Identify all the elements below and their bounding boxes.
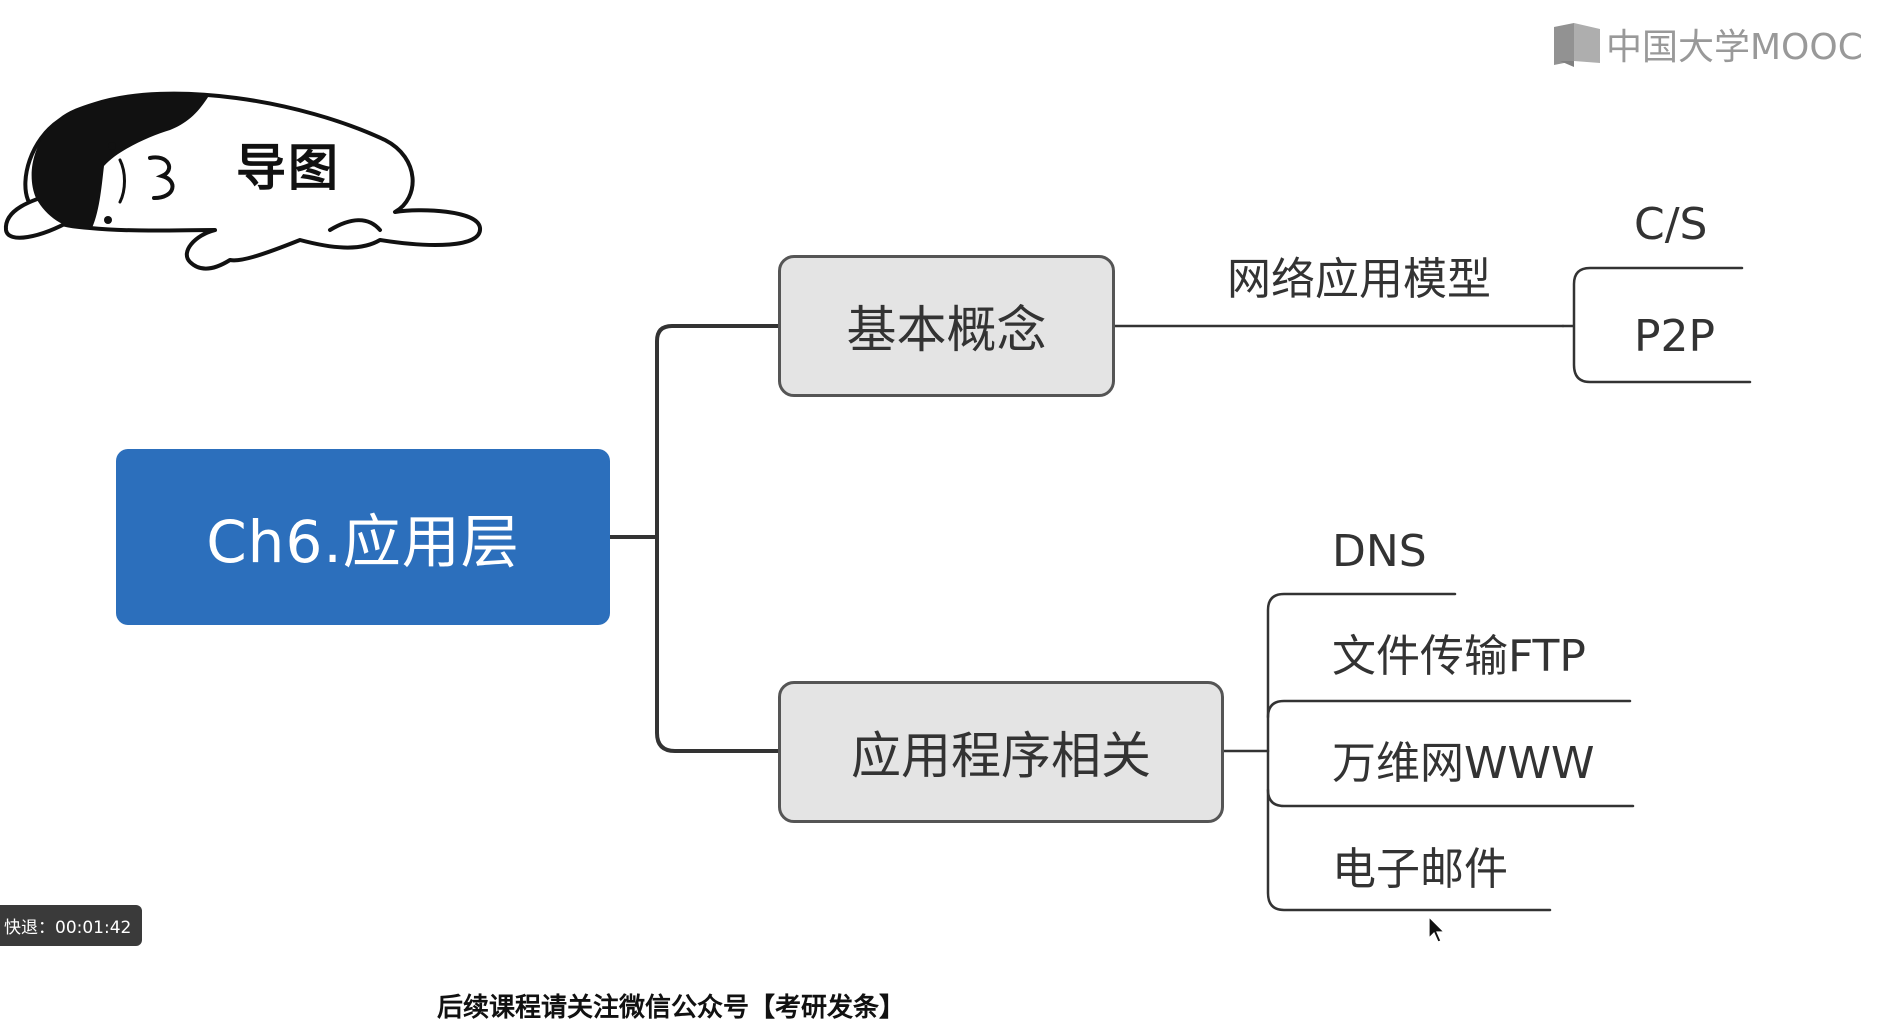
footer-note: 后续课程请关注微信公众号【考研发条】 — [437, 993, 906, 1023]
connector-apps-leaves — [1266, 592, 1552, 912]
mascot-illustration — [3, 91, 482, 271]
mascot-label: 导图 — [236, 139, 340, 197]
connector-trunk-branches — [655, 324, 780, 753]
brand-watermark: 中国大学MOOC — [1552, 18, 1863, 70]
mindmap-root-node: Ch6.应用层 — [116, 449, 610, 625]
leaf-peer-to-peer: P2P — [1634, 311, 1716, 362]
rewind-status-text: 快退：00:01:42 — [4, 918, 132, 938]
topic-network-app-model: 网络应用模型 — [1227, 254, 1491, 305]
open-book-icon — [1554, 23, 1600, 67]
leaf-dns: DNS — [1332, 526, 1427, 577]
mouse-pointer-icon — [1428, 916, 1446, 943]
leaf-www: 万维网WWW — [1332, 738, 1595, 789]
root-node-label: Ch6.应用层 — [206, 508, 520, 576]
leaf-ftp: 文件传输FTP — [1332, 631, 1586, 682]
leaf-email: 电子邮件 — [1332, 844, 1508, 895]
branch-node-application-programs: 应用程序相关 — [778, 681, 1224, 823]
brand-label: 中国大学MOOC — [1606, 27, 1863, 68]
leaf-client-server: C/S — [1634, 199, 1708, 250]
connector-ftp-underline — [1266, 699, 1632, 719]
connector-www-underline — [1266, 788, 1635, 808]
branch-node-label: 基本概念 — [846, 301, 1047, 359]
connector-model-leaves — [1561, 266, 1752, 384]
rewind-status-badge: 快退：00:01:42 — [0, 905, 142, 946]
branch-node-label: 应用程序相关 — [851, 727, 1151, 785]
branch-node-basic-concepts: 基本概念 — [778, 255, 1115, 397]
